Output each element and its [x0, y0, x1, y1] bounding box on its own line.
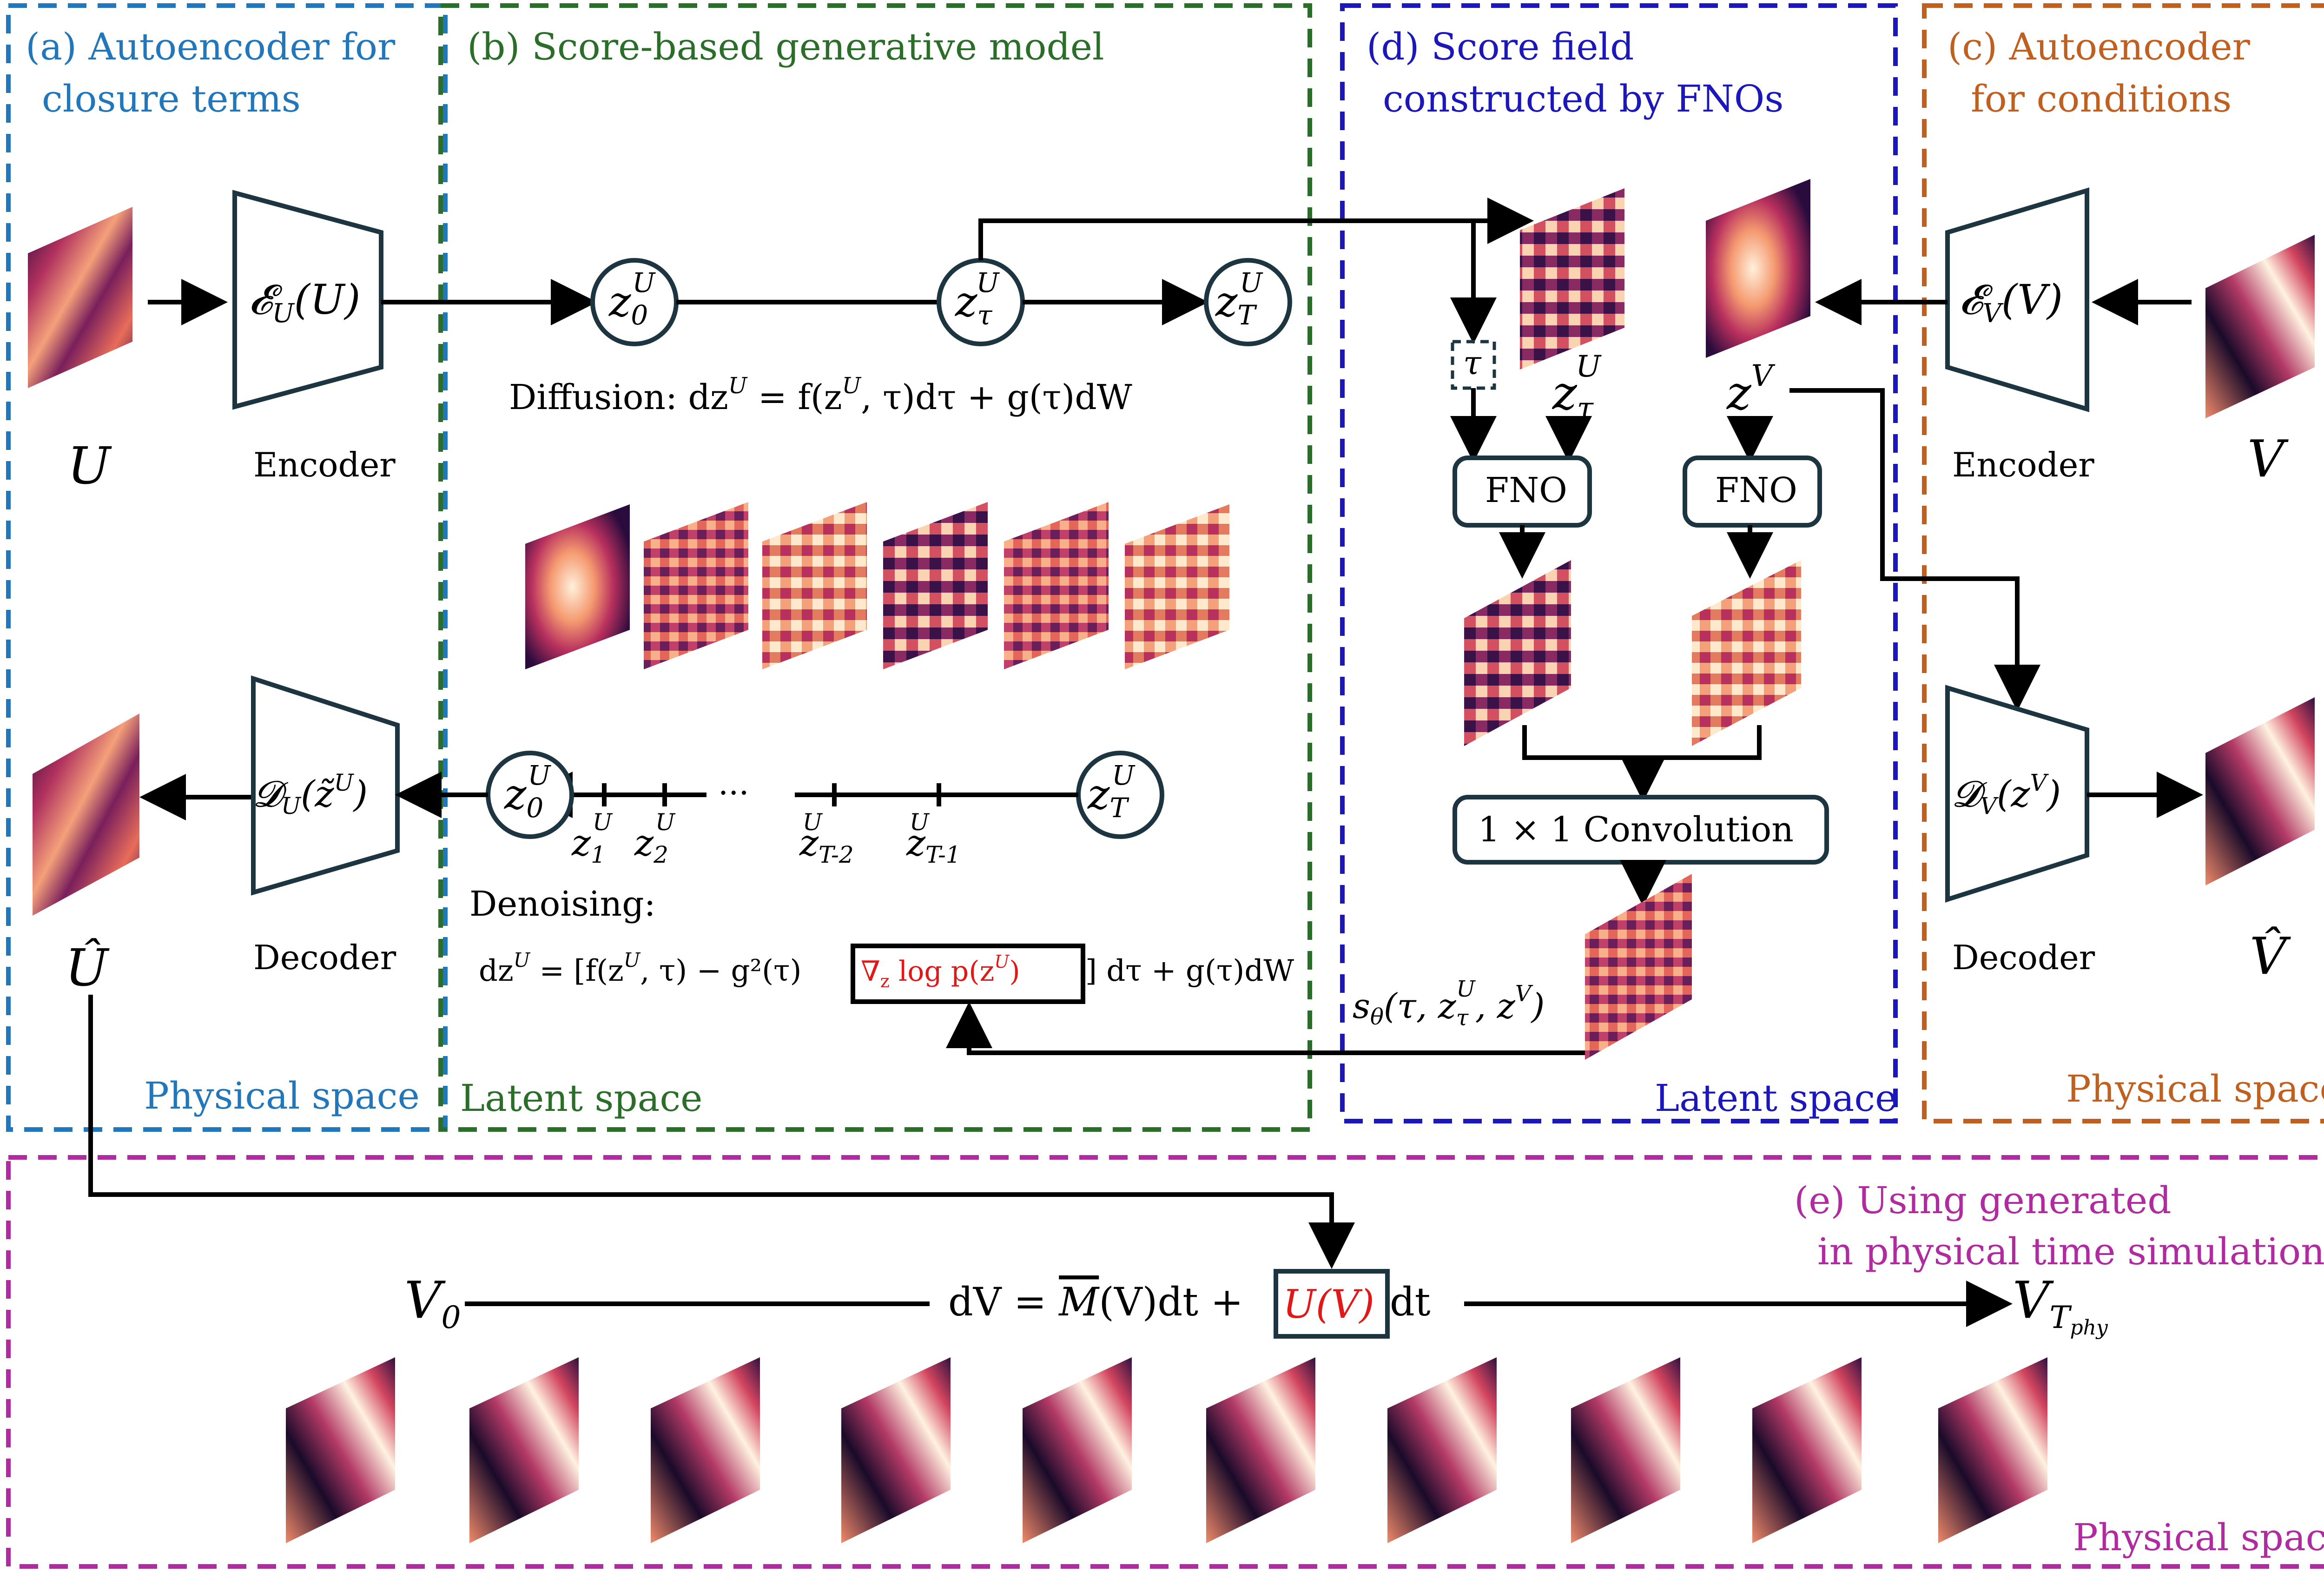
label-U-hat: Û	[65, 938, 110, 997]
denoise-z2: z2U	[634, 809, 676, 868]
panel-d-border	[1340, 3, 1898, 1123]
denoising-title: Denoising:	[469, 884, 656, 924]
node-zT-label: zTU	[1215, 267, 1263, 331]
panel-a-space: Physical space	[144, 1074, 420, 1117]
sim-frame-4	[841, 1357, 951, 1543]
panel-d-title-2: constructed by FNOs	[1383, 77, 1783, 120]
score-gradient-term: ∇z log p(zU)	[861, 951, 1020, 991]
score-output-image	[1585, 874, 1692, 1060]
denoise-zT1: zT-1U	[906, 809, 961, 868]
panel-c-title-1: (c) Autoencoder	[1948, 25, 2251, 68]
node-zT-denoise-label: zTU	[1087, 760, 1136, 824]
panel-c-border	[1922, 3, 2324, 1123]
decoder-V-label: 𝓓V(zV)	[1952, 769, 2061, 819]
diffusion-step-image-4	[883, 502, 988, 669]
panel-a-border	[6, 3, 448, 1132]
diffusion-step-image-2	[644, 502, 748, 669]
panel-e-title-2: in physical time simulations	[1817, 1230, 2324, 1273]
denoise-z1: z1U	[571, 809, 613, 868]
sim-frame-6	[1206, 1357, 1315, 1543]
field-image-V-hat	[2205, 697, 2315, 885]
panel-a-title-1: (a) Autoencoder for	[26, 25, 396, 68]
decoder-V-caption: Decoder	[1952, 938, 2095, 977]
panel-d-title-1: (d) Score field	[1367, 25, 1634, 68]
conv-label: 1 × 1 Convolution	[1478, 810, 1794, 850]
closure-term-box	[1274, 1269, 1390, 1339]
encoder-V-label: 𝓔V(V)	[1959, 276, 2063, 329]
panel-a-title-2: closure terms	[42, 77, 301, 120]
label-VT: VTphy	[2013, 1270, 2108, 1340]
latent-image-zV	[1706, 179, 1810, 358]
panel-c-space: Physical space	[2066, 1067, 2324, 1110]
sim-frame-3	[651, 1357, 760, 1543]
fno-output-image-1	[1464, 560, 1571, 746]
fno-label-1: FNO	[1485, 470, 1567, 510]
panel-e-space: Physical space	[2073, 1516, 2324, 1559]
label-U: U	[67, 436, 112, 495]
encoder-U-label: 𝓔U(U)	[249, 276, 360, 329]
panel-b-space: Latent space	[460, 1077, 703, 1120]
score-function-label: sθ(τ, zτU, zV)	[1353, 976, 1545, 1031]
label-V: V	[2247, 429, 2289, 489]
denoise-zT2: zT-2U	[799, 809, 854, 868]
denoising-equation-tail: ] dτ + g(τ)dW	[1085, 954, 1294, 988]
node-z0-denoise-label: z0U	[504, 760, 551, 824]
field-image-V	[2205, 235, 2315, 418]
sim-frame-10	[1938, 1357, 2047, 1543]
label-V-hat: V̂	[2250, 926, 2291, 986]
sim-frame-9	[1752, 1357, 1862, 1543]
sim-frame-7	[1387, 1357, 1497, 1543]
denoise-dots: ···	[718, 774, 749, 812]
diffusion-step-image-6	[1125, 504, 1229, 669]
encoder-U-caption: Encoder	[253, 445, 396, 484]
panel-c-title-2: for conditions	[1971, 77, 2232, 120]
label-V0: V0	[404, 1270, 461, 1335]
diffusion-step-image-5	[1004, 502, 1109, 669]
decoder-V-trapezoid	[1945, 685, 2089, 903]
tau-dashed-box	[1451, 340, 1496, 390]
field-image-U	[28, 207, 132, 388]
decoder-U-label: 𝓓U(z̃U)	[253, 769, 368, 819]
panel-e-border	[6, 1155, 2324, 1569]
label-zV-d: zV	[1726, 359, 1776, 420]
denoising-equation: dzU = [f(zU, τ) − g²(τ)	[479, 949, 802, 988]
panel-b-border	[438, 3, 1312, 1132]
diffusion-step-image-3	[762, 502, 867, 669]
sim-frame-1	[286, 1357, 395, 1543]
node-z0-label: z0U	[608, 267, 656, 331]
sim-frame-2	[469, 1357, 579, 1543]
sim-frame-8	[1571, 1357, 1680, 1543]
decoder-U-caption: Decoder	[253, 938, 396, 977]
fno-label-2: FNO	[1715, 470, 1797, 510]
label-ztau-d: zτU	[1552, 350, 1602, 426]
decoder-U-trapezoid	[251, 675, 400, 896]
encoder-V-trapezoid	[1945, 187, 2089, 412]
node-ztau-label: zτU	[955, 267, 1000, 331]
encoder-V-caption: Encoder	[1952, 445, 2094, 484]
panel-d-space: Latent space	[1655, 1077, 1897, 1120]
sim-frame-5	[1023, 1357, 1132, 1543]
field-image-U-hat	[33, 713, 139, 916]
fno-output-image-2	[1692, 560, 1801, 746]
panel-e-title-1: (e) Using generated	[1794, 1179, 2171, 1222]
diffusion-step-image-1	[525, 504, 630, 669]
diffusion-equation: Diffusion: dzU = f(zU, τ)dτ + g(τ)dW	[509, 373, 1132, 417]
encoder-U-trapezoid	[232, 190, 383, 410]
simulation-equation-tail: dt	[1390, 1279, 1431, 1325]
panel-b-title: (b) Score-based generative model	[467, 25, 1104, 68]
closure-term-UV: U(V)	[1283, 1281, 1374, 1327]
latent-image-ztau	[1520, 188, 1624, 370]
tau-label: τ	[1463, 344, 1482, 382]
node-zT	[1204, 258, 1292, 346]
simulation-equation: dV = M(V)dt +	[948, 1279, 1243, 1325]
